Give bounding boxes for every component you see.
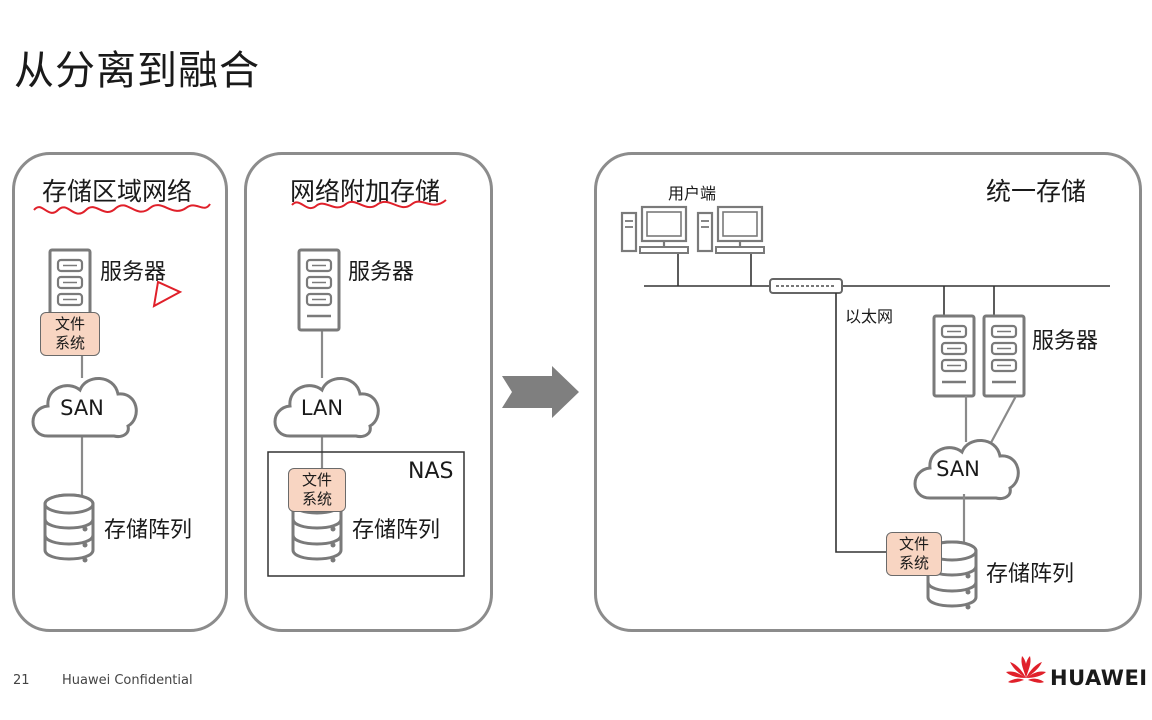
slide-title: 从分离到融合 — [14, 48, 260, 94]
unified-panel-title: 统一存储 — [986, 177, 1087, 206]
switch-icon — [769, 278, 843, 294]
arrow-icon — [502, 366, 579, 418]
filesystem-label-line2: 系统 — [301, 490, 332, 508]
red-squiggle-annotation — [33, 203, 211, 215]
nas-box — [267, 451, 465, 577]
server-icon — [932, 314, 976, 398]
san-panel-title: 存储区域网络 — [42, 177, 193, 206]
ethernet-label: 以太网 — [845, 307, 894, 326]
filesystem-label-line1: 文件 — [54, 315, 85, 333]
filesystem-label-line2: 系统 — [898, 554, 929, 572]
unified-storage-panel — [594, 152, 1142, 632]
san-panel — [12, 152, 228, 632]
san-filesystem-box: 文件 系统 — [40, 312, 100, 356]
computer-icon — [696, 205, 766, 255]
huawei-logo-icon — [1006, 656, 1046, 683]
nas-storage-label: 存储阵列 — [352, 518, 441, 543]
filesystem-label-line1: 文件 — [301, 471, 332, 489]
server-icon — [297, 248, 341, 332]
lan-cloud-label: LAN — [300, 396, 344, 420]
client-label: 用户端 — [668, 184, 717, 203]
unified-storage-label: 存储阵列 — [986, 562, 1075, 587]
nas-panel — [244, 152, 493, 632]
san-storage-label: 存储阵列 — [104, 518, 193, 543]
server-icon — [982, 314, 1026, 398]
ethernet-link-storage — [835, 293, 888, 553]
red-mark-annotation — [152, 280, 183, 308]
san-server-label: 服务器 — [100, 260, 167, 285]
page-number: 21 — [13, 673, 30, 688]
brand-name: HUAWEI — [1050, 666, 1148, 690]
filesystem-label-line2: 系统 — [54, 334, 85, 352]
unified-san-cloud-label: SAN — [936, 457, 980, 481]
unified-filesystem-box: 文件 系统 — [886, 532, 942, 576]
san-cloud-label: SAN — [60, 396, 104, 420]
nas-panel-title: 网络附加存储 — [290, 177, 441, 206]
unified-server-label: 服务器 — [1032, 329, 1099, 354]
computer-icon — [620, 205, 690, 255]
storage-array-icon — [43, 493, 95, 564]
filesystem-label-line1: 文件 — [898, 535, 929, 553]
confidential-label: Huawei Confidential — [62, 673, 193, 688]
red-squiggle-annotation — [291, 199, 447, 209]
nas-server-label: 服务器 — [348, 260, 415, 285]
nas-label: NAS — [408, 459, 454, 484]
nas-filesystem-box: 文件 系统 — [288, 468, 346, 512]
